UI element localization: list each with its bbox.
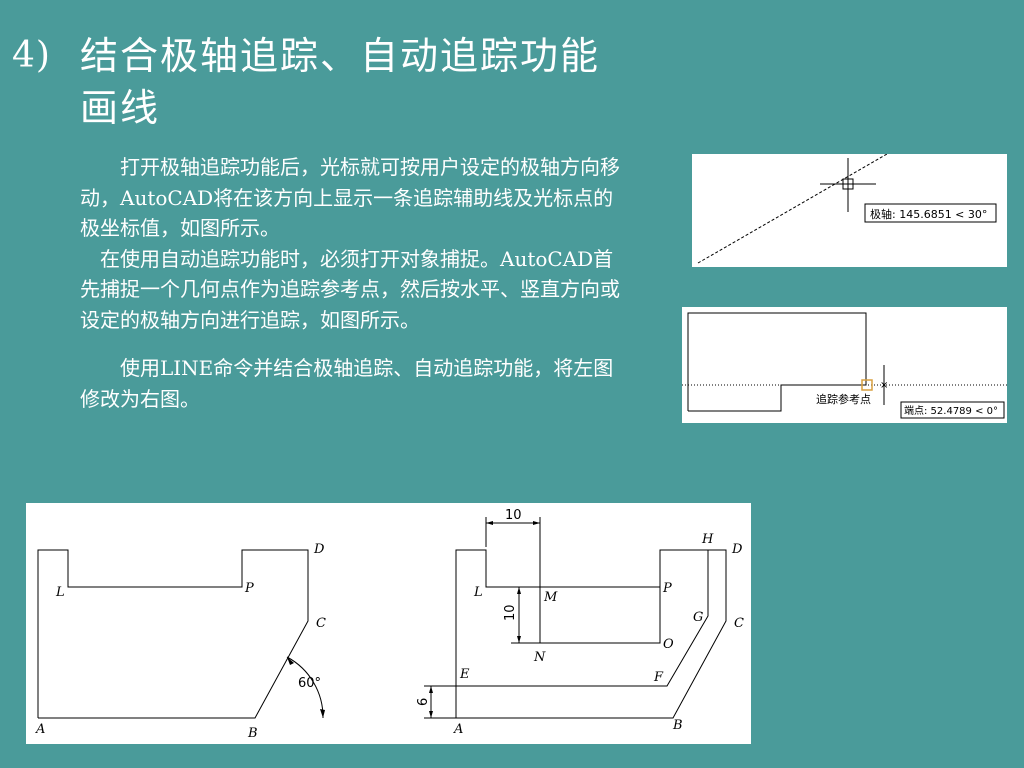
left-drawing [37, 549, 324, 719]
left-label-d: D [313, 542, 325, 557]
left-label-b: B [247, 726, 258, 741]
pickbox [842, 178, 854, 190]
dim-mid: 10 [503, 604, 518, 621]
right-label-a: A [453, 722, 463, 737]
body-text: 打开极轴追踪功能后，光标就可按用户设定的极轴方向移动，AutoCAD将在该方向上… [80, 152, 620, 414]
right-label-f: F [653, 670, 664, 685]
right-label-d: D [731, 542, 743, 557]
tracking-line [697, 154, 888, 264]
left-label-c: C [316, 616, 326, 631]
polar-tracking-figure: 极轴: 145.6851 < 30° [692, 154, 1007, 267]
dim-left: 6 [416, 698, 431, 706]
tracking-tooltip: 端点: 52.4789 < 0° [904, 404, 998, 417]
ref-label: 追踪参考点 [816, 392, 871, 406]
right-label-b: B [672, 718, 683, 733]
tracking-tooltip-box [900, 401, 1005, 419]
polar-tooltip-box [864, 203, 997, 223]
title-number: 4) [12, 35, 51, 76]
endpoint-marker [861, 379, 873, 391]
right-label-n: N [533, 650, 546, 665]
left-label-p: P [244, 581, 254, 596]
right-label-m: M [543, 590, 558, 605]
paragraph-polar: 打开极轴追踪功能后，光标就可按用户设定的极轴方向移动，AutoCAD将在该方向上… [80, 155, 620, 240]
right-label-h: H [701, 532, 714, 547]
right-drawing [424, 517, 727, 719]
object-tracking-figure: × 追踪参考点 端点: 52.4789 < 0° [682, 307, 1007, 423]
angle-label: 60° [298, 676, 321, 691]
left-label-l: L [55, 585, 65, 600]
exercise-drawings: A B C D L P 60° [26, 503, 751, 744]
right-label-e: E [459, 667, 470, 682]
right-label-c: C [734, 616, 744, 631]
slide-title: 结合极轴追踪、自动追踪功能画线 [80, 34, 601, 130]
paragraph-tracking: 在使用自动追踪功能时，必须打开对象捕捉。AutoCAD首先捕捉一个几何点作为追踪… [80, 246, 620, 332]
paragraph-exercise: 使用LINE命令并结合极轴追踪、自动追踪功能，将左图修改为右图。 [80, 356, 614, 411]
right-label-g: G [693, 610, 703, 625]
dim-top: 10 [505, 508, 522, 523]
right-label-l: L [473, 585, 483, 600]
left-label-a: A [35, 722, 45, 737]
right-label-p: P [662, 581, 672, 596]
polar-tooltip: 极轴: 145.6851 < 30° [870, 207, 987, 221]
right-label-o: O [663, 637, 674, 652]
